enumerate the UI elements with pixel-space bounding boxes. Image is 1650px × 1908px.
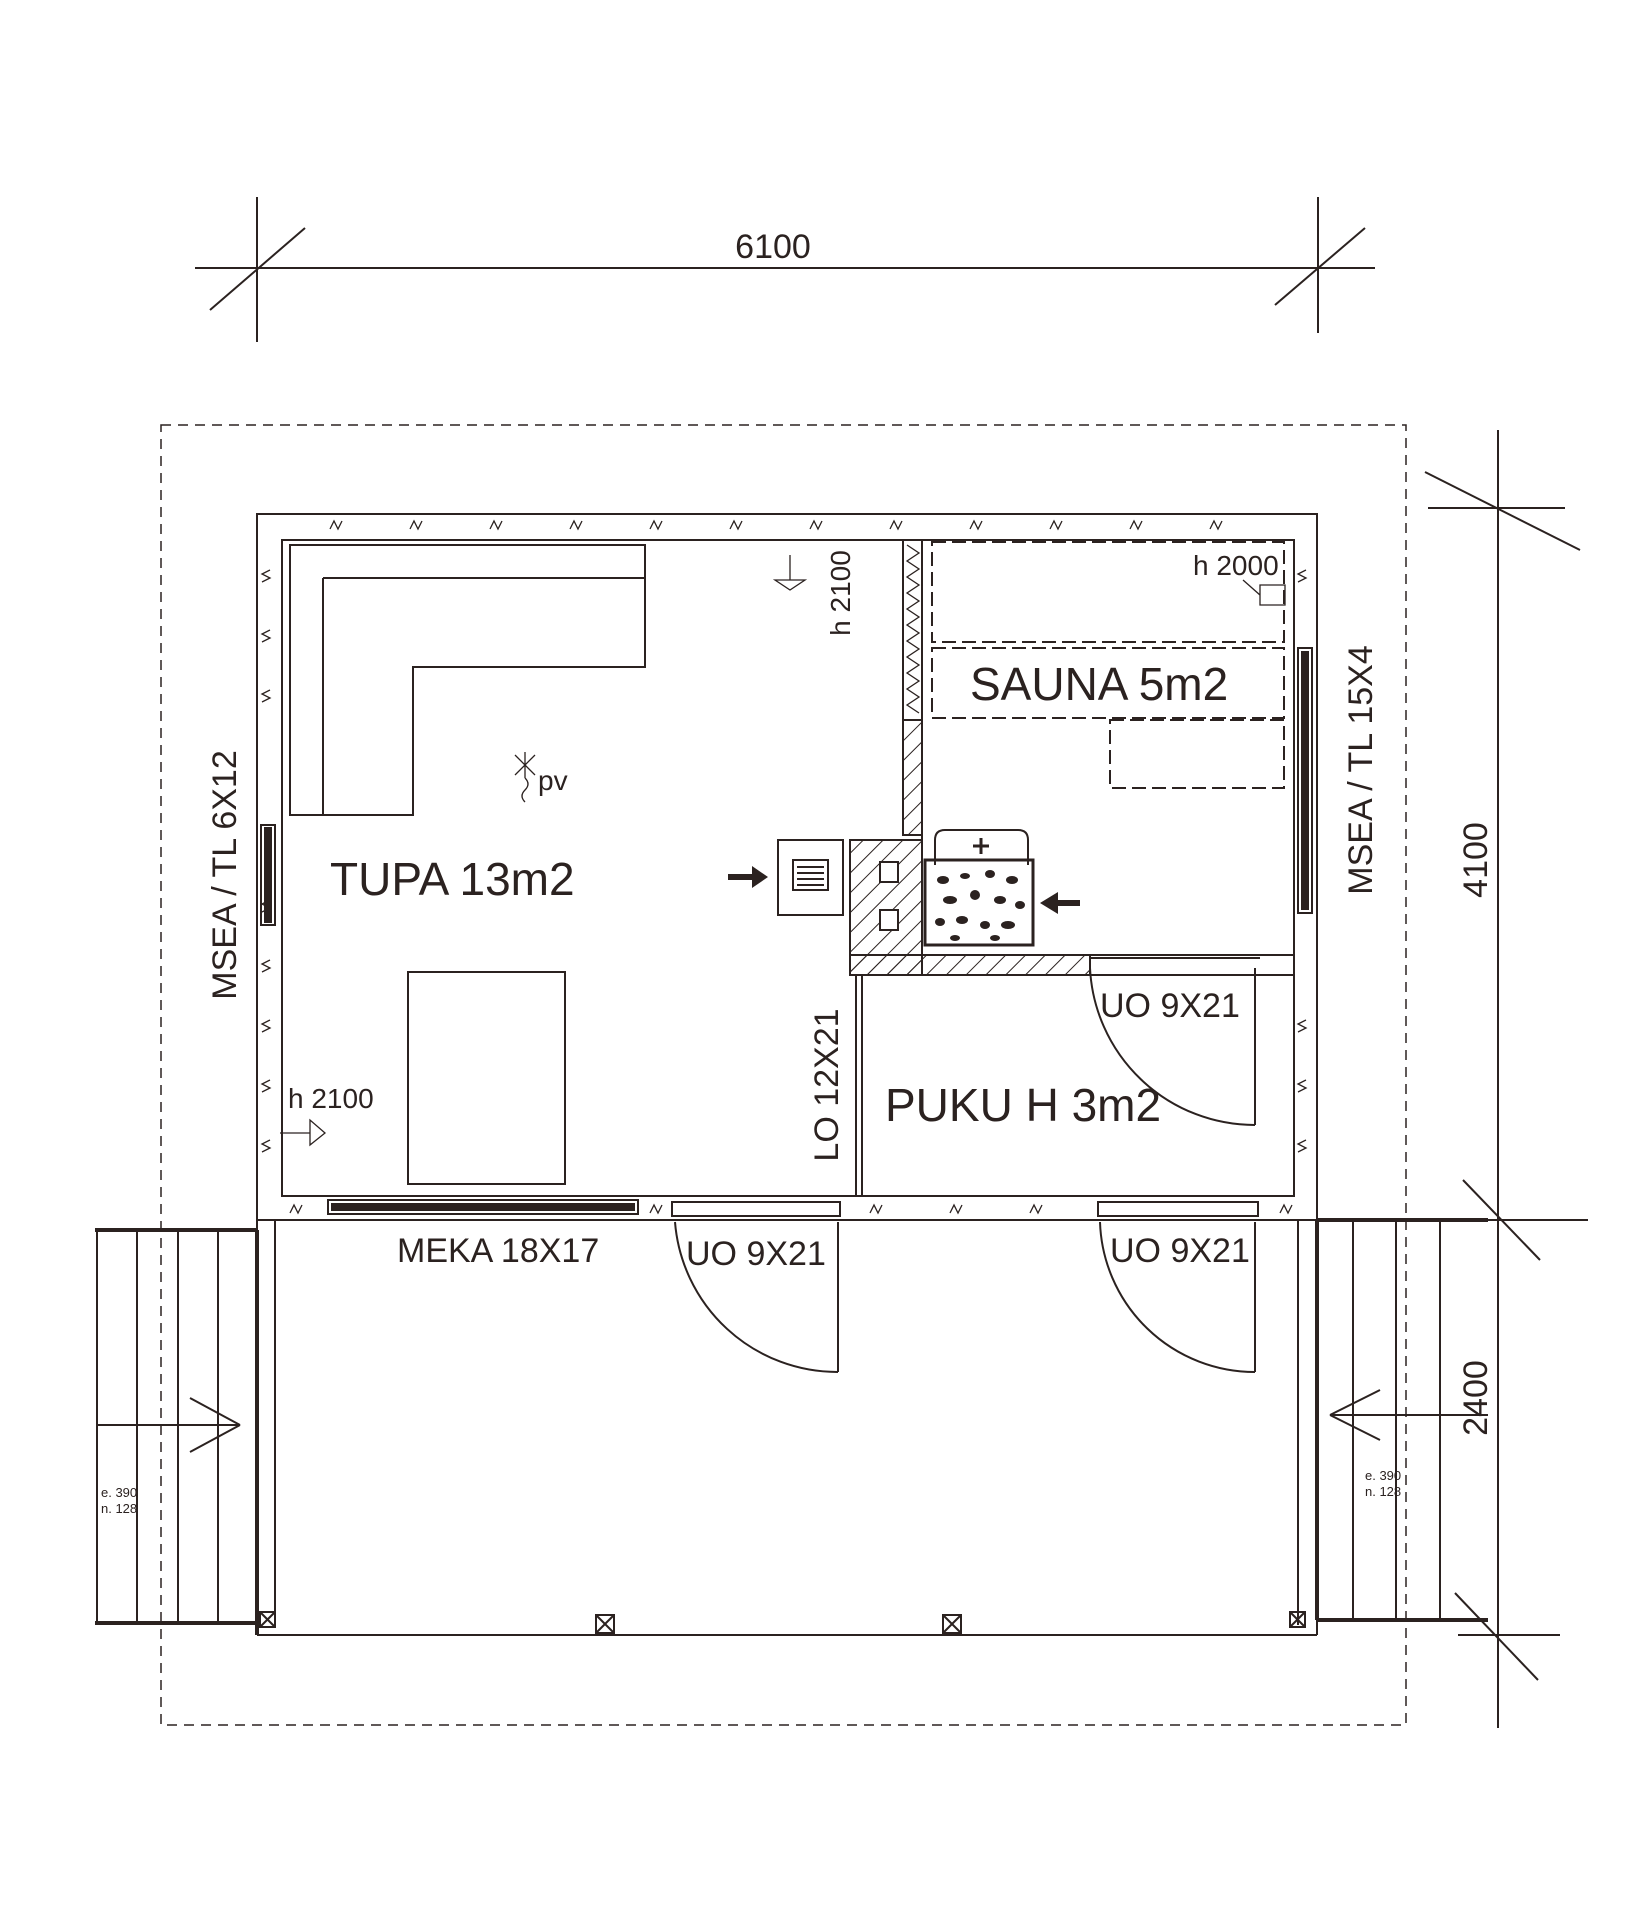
stove-icon <box>777 839 844 916</box>
wall-hatch-bottom <box>849 954 1091 976</box>
room-label-sauna: SAUNA 5m2 <box>970 658 1228 710</box>
inner-wall <box>281 539 1295 1197</box>
height-markers <box>280 555 1286 1147</box>
sauna-wall-zigzag <box>905 544 921 714</box>
window-label-right: MSEA / TL 15X4 <box>1342 645 1380 894</box>
door-front-left <box>671 1201 841 1374</box>
dimension-width-label: 6100 <box>735 228 811 266</box>
height-label-tupa-bottom: h 2100 <box>288 1083 374 1114</box>
stairs-right-label-2: n. 128 <box>1365 1484 1401 1499</box>
door-label-front-left: UO 9X21 <box>686 1235 826 1273</box>
dimension-line-width <box>195 197 1375 342</box>
table <box>407 971 566 1185</box>
dimension-depth-label: 4100 <box>1457 822 1495 898</box>
door-label-puku: UO 9X21 <box>1100 987 1240 1025</box>
door-label-front-right: UO 9X21 <box>1110 1232 1250 1270</box>
pv-marker <box>514 752 536 803</box>
sofa <box>289 544 646 816</box>
dimension-line-depth <box>1424 430 1588 1728</box>
post-icon <box>259 1611 1306 1634</box>
window-label-left: MSEA / TL 6X12 <box>206 750 244 999</box>
door-label-interior: LO 12X21 <box>808 1008 846 1161</box>
heater-stones <box>935 870 1025 941</box>
sauna-wall-hatch <box>902 719 923 836</box>
arrow-icon <box>728 866 1080 914</box>
stairs-right <box>1315 1218 1488 1622</box>
stairs-left-label-2: n. 128 <box>101 1501 137 1516</box>
stairs-right-label-1: e. 390 <box>1365 1468 1401 1483</box>
roof-outline <box>160 424 1407 1726</box>
window-front <box>327 1199 639 1215</box>
sauna-benches <box>931 541 1285 789</box>
outer-wall <box>256 513 1318 1221</box>
stairs-left-label-1: e. 390 <box>101 1485 137 1500</box>
insulation-pattern <box>260 519 1308 1215</box>
chimney-hatch <box>849 839 923 976</box>
sauna-heater-icon <box>923 829 1035 947</box>
window-label-front: MEKA 18X17 <box>397 1232 599 1270</box>
door-puku <box>1089 957 1260 1127</box>
height-label-tupa-top: h 2100 <box>825 550 856 636</box>
window-right <box>1297 647 1313 914</box>
door-front-right <box>1097 1201 1259 1373</box>
room-label-tupa: TUPA 13m2 <box>330 853 575 905</box>
pv-label: pv <box>538 765 568 796</box>
height-label-sauna: h 2000 <box>1193 550 1279 581</box>
stairs-left <box>95 1228 259 1635</box>
window-left <box>260 824 276 926</box>
room-label-puku: PUKU H 3m2 <box>885 1079 1161 1131</box>
dimension-terrace-label: 2400 <box>1457 1360 1495 1436</box>
heater-symbol <box>973 838 989 854</box>
terrace <box>256 1220 1318 1636</box>
